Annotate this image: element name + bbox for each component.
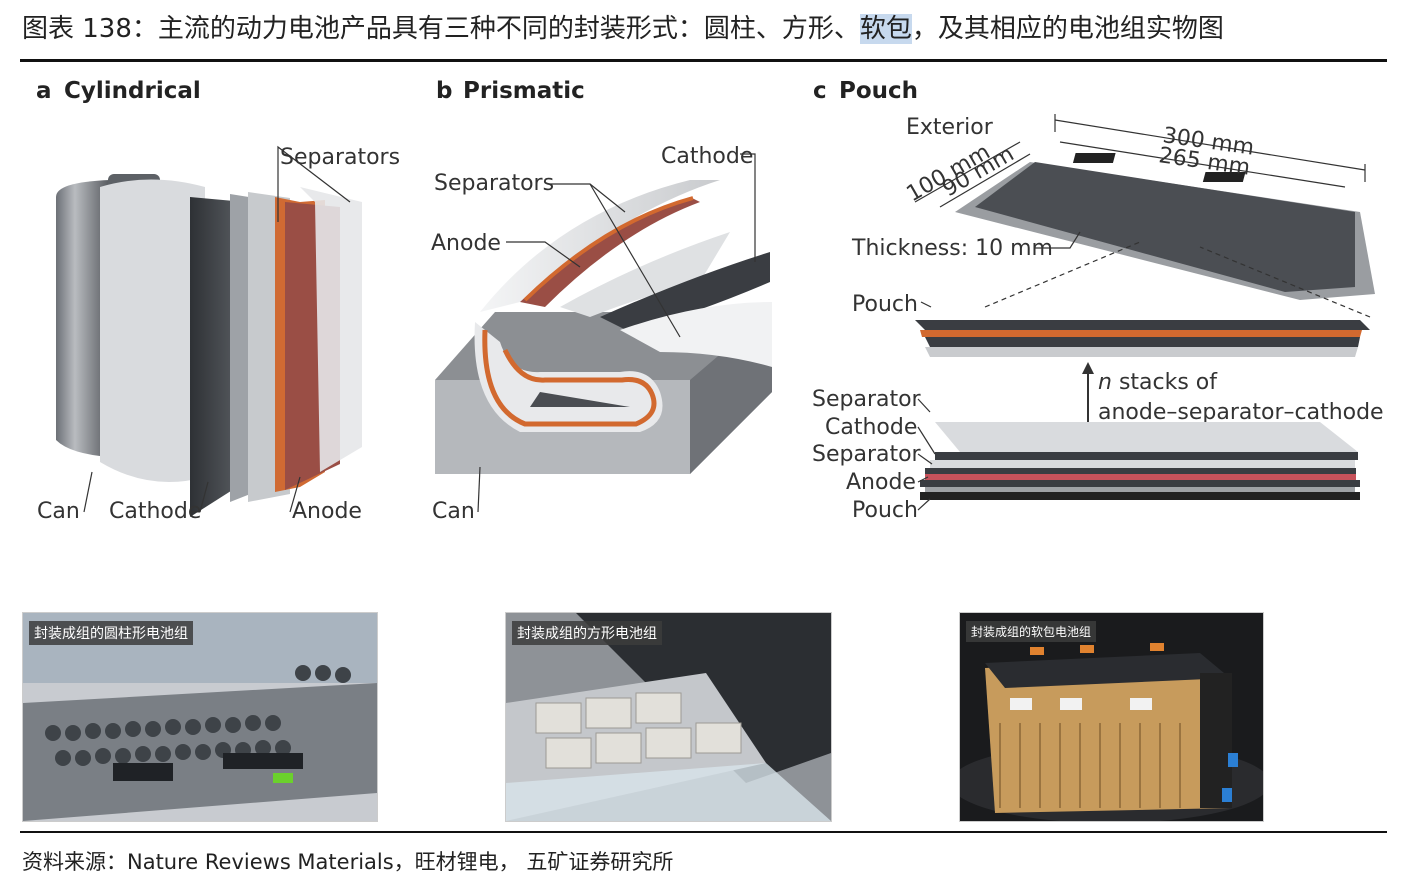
panel-c-letter: c xyxy=(813,78,827,104)
label-c-anode: Anode xyxy=(846,470,916,495)
label-b-anode: Anode xyxy=(431,231,501,256)
label-c-stacks-n: n xyxy=(1098,370,1112,395)
panel-b-title: Prismatic xyxy=(463,78,585,104)
panel-a-title: Cylindrical xyxy=(64,78,201,104)
photo-pouch-image xyxy=(960,613,1263,821)
photo-pouch-pack: 封装成组的软包电池组 xyxy=(959,612,1264,822)
title-prefix: 图表 138：主流的动力电池产品具有三种不同的封装形式：圆柱、方形、 xyxy=(22,14,860,44)
panel-c-pouch: c Pouch Exterior 300 mm 265 mm 100 mm 90… xyxy=(812,78,1384,523)
prismatic-cell-drawing xyxy=(435,180,772,474)
battery-format-diagram: a Cylindrical Separators Can Cathode Ano… xyxy=(0,62,1408,532)
label-c-exterior: Exterior xyxy=(906,115,994,140)
label-a-anode: Anode xyxy=(292,499,362,524)
label-c-stacks-line1: n stacks of xyxy=(1098,370,1218,395)
label-c-separator-1: Separator xyxy=(812,387,922,412)
photo-prismatic-caption: 封装成组的方形电池组 xyxy=(512,621,662,645)
title-suffix: ，及其相应的电池组实物图 xyxy=(912,14,1224,44)
label-a-cathode: Cathode xyxy=(109,499,201,524)
label-c-stacks-text: stacks of xyxy=(1112,370,1218,395)
bottom-rule xyxy=(20,831,1387,833)
label-a-can: Can xyxy=(37,499,80,524)
label-b-can: Can xyxy=(432,499,475,524)
panel-a-letter: a xyxy=(36,78,52,104)
label-b-separators: Separators xyxy=(434,171,554,196)
label-c-pouch-top: Pouch xyxy=(852,292,918,317)
pouch-stack-top-drawing xyxy=(915,320,1370,357)
panel-b-prismatic: b Prismatic Cathode Separators Anode Can xyxy=(431,78,772,524)
panel-b-letter: b xyxy=(436,78,452,104)
panel-c-title: Pouch xyxy=(839,78,918,104)
title-highlight: 软包 xyxy=(860,14,912,44)
photo-pouch-caption: 封装成组的软包电池组 xyxy=(966,621,1096,642)
label-c-separator-2: Separator xyxy=(812,442,922,467)
label-c-stacks-line2: anode–separator–cathode xyxy=(1098,400,1384,425)
cylindrical-cell-drawing xyxy=(56,174,362,517)
label-c-thickness: Thickness: 10 mm xyxy=(851,236,1053,261)
source-note: 资料来源：Nature Reviews Materials，旺材锂电， 五矿证券… xyxy=(22,846,673,876)
photo-cylindrical-caption: 封装成组的圆柱形电池组 xyxy=(29,621,193,645)
label-c-pouch-bottom: Pouch xyxy=(852,498,918,523)
label-b-cathode: Cathode xyxy=(661,144,753,169)
pouch-stack-bottom-drawing xyxy=(920,422,1360,500)
panel-a-cylindrical: a Cylindrical Separators Can Cathode Ano… xyxy=(36,78,400,524)
label-c-cathode: Cathode xyxy=(825,415,917,440)
photo-prismatic-pack: 封装成组的方形电池组 xyxy=(505,612,832,822)
figure-title: 图表 138：主流的动力电池产品具有三种不同的封装形式：圆柱、方形、软包，及其相… xyxy=(22,8,1224,45)
pouch-cell-exterior-drawing xyxy=(915,114,1375,300)
label-a-separators: Separators xyxy=(280,145,400,170)
photo-cylindrical-pack: 封装成组的圆柱形电池组 xyxy=(22,612,378,822)
